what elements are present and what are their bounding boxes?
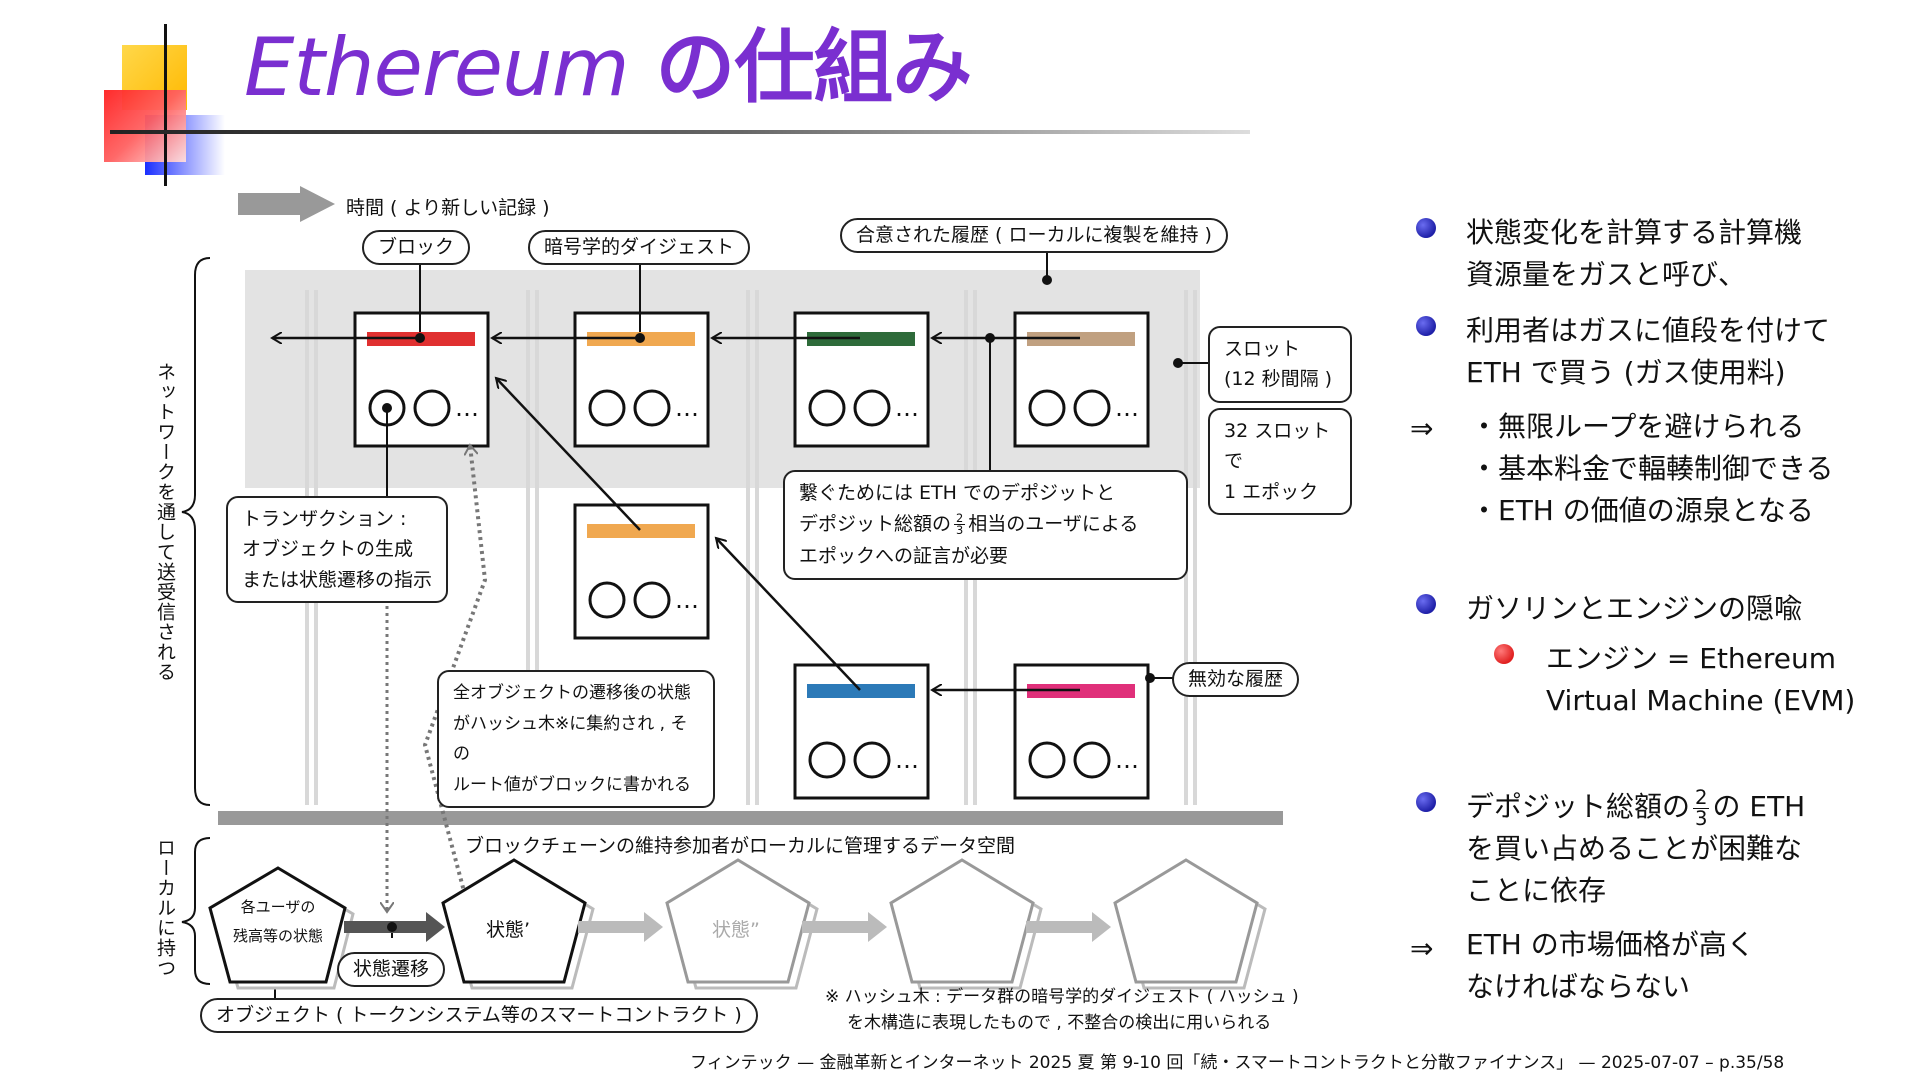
bullet-dot-1	[1416, 218, 1436, 238]
pentagon-initial-state: 各ユーザの残高等の状態	[232, 898, 323, 945]
callout-digest: 暗号学的ダイジェスト	[528, 230, 751, 265]
slide-title: Ethereum の仕組み	[244, 21, 972, 114]
bullet-dot-2	[1416, 316, 1436, 336]
bullet-dot-4	[1416, 792, 1436, 812]
callout-block: ブロック	[362, 230, 471, 265]
callout-invalid-history: 無効な履歴	[1172, 662, 1300, 697]
callout-transaction: トランザクション :オブジェクトの生成または状態遷移の指示	[226, 496, 448, 604]
blockchain-diagram: … … … … … … …	[181, 186, 1283, 1002]
bar-orange-2	[587, 524, 695, 538]
svg-text:…: …	[895, 746, 919, 774]
chain-arrows	[272, 338, 1080, 690]
network-vertical-label: ネットワークを通して送受信される	[154, 362, 176, 682]
callout-state-transition: 状態遷移	[337, 952, 446, 987]
title-rule	[110, 130, 1250, 134]
ellipses: … … … … … … …	[455, 394, 1139, 774]
time-arrow	[238, 186, 335, 222]
logo-decoration	[100, 24, 232, 186]
implication-2: ETH の市場価格が高くなければならない	[1466, 928, 1755, 1003]
pentagons	[208, 858, 1267, 990]
bullet-3: ガソリンとエンジンの隠喩	[1466, 592, 1803, 625]
time-label: 時間 ( より新しい記録 )	[346, 197, 550, 219]
footnote: ※ ハッシュ木 : データ群の暗号学的ダイジェスト ( ハッシュ )を木構造に表…	[825, 987, 1299, 1034]
transaction-circles	[368, 389, 1111, 779]
callout-slot: スロット(12 秒間隔 )	[1208, 326, 1352, 403]
callout-agreed-history: 合意された履歴 ( ローカルに複製を維持 )	[840, 218, 1228, 253]
local-space-label: ブロックチェーンの維持参加者がローカルに管理するデータ空間	[465, 835, 1016, 857]
svg-text:…: …	[1115, 394, 1139, 422]
bar-blue	[807, 684, 915, 698]
separator-bar	[218, 811, 1283, 825]
svg-text:…: …	[675, 394, 699, 422]
pentagon-state-double-prime: 状態”	[712, 919, 760, 941]
bar-pink	[1027, 684, 1135, 698]
local-vertical-label: ローカルに持つ	[154, 838, 176, 978]
sub-bullet-dot	[1494, 644, 1514, 664]
local-brace	[181, 837, 211, 985]
svg-text:…: …	[675, 586, 699, 614]
bar-tan	[1027, 332, 1135, 346]
bar-green	[807, 332, 915, 346]
pentagon-state-prime: 状態’	[486, 919, 531, 941]
svg-text:…: …	[455, 394, 479, 422]
bullet-dot-3	[1416, 594, 1436, 614]
implies-2: ⇒	[1410, 932, 1434, 965]
svg-text:…: …	[1115, 746, 1139, 774]
implications-1: ・無限ループを避けられる・基本料金で輻輳制御できる・ETH の価値の源泉となる	[1470, 410, 1834, 527]
implies-1: ⇒	[1410, 412, 1434, 445]
dotted-root-arrow	[422, 445, 488, 896]
network-brace	[181, 257, 211, 806]
state-arrows	[344, 912, 1111, 942]
callout-state-root: 全オブジェクトの遷移後の状態がハッシュ木※に集約され , そのルート値がブロック…	[437, 670, 715, 809]
svg-text:…: …	[895, 394, 919, 422]
slide-footer: フィンテック — 金融革新とインターネット 2025 夏 第 9-10 回「続・…	[690, 1053, 1785, 1073]
bullet-1: 状態変化を計算する計算機資源量をガスと呼び、	[1466, 216, 1803, 291]
callout-object: オブジェクト ( トークンシステム等のスマートコントラクト )	[200, 998, 758, 1033]
